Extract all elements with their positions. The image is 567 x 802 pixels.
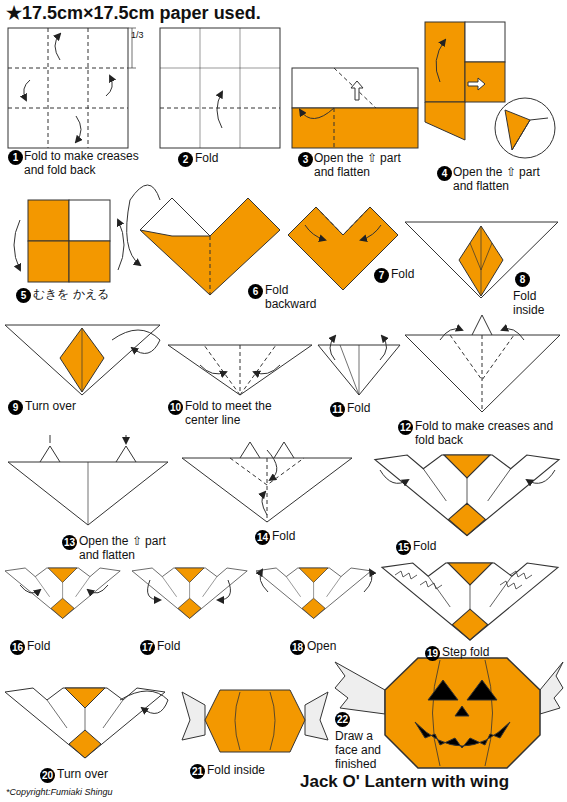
step-caption: Fold: [391, 267, 431, 281]
step-number: 12: [398, 420, 413, 435]
step-caption: Fold: [272, 529, 312, 543]
step-number: 18: [290, 640, 305, 655]
page-title: ★17.5cm×17.5cm paper used.: [6, 3, 261, 24]
step-caption: Open the ⇧ part and flatten: [314, 151, 424, 179]
step-number: 19: [425, 646, 440, 661]
step-number: 22: [335, 712, 350, 727]
step-number: 16: [10, 640, 25, 655]
step-caption: Draw a face and finished: [335, 729, 383, 771]
step-caption: Fold inside: [207, 763, 297, 777]
step-number: 11: [330, 402, 345, 417]
step-number: 4: [437, 166, 452, 181]
step-caption: Fold: [157, 639, 197, 653]
step-number: 15: [396, 540, 411, 555]
step-caption: Fold inside: [513, 289, 563, 317]
step-caption: Fold to meet the center line: [185, 399, 297, 427]
step-caption: Turn over: [25, 399, 105, 413]
step-number: 9: [8, 400, 23, 415]
step-number: 3: [298, 152, 313, 167]
step-caption: Fold to make creases and fold back: [415, 419, 560, 447]
step-number: 20: [40, 768, 55, 783]
step-number: 17: [140, 640, 155, 655]
step-caption: Open: [307, 639, 347, 653]
step-number: 6: [248, 284, 263, 299]
step-caption: Fold: [347, 401, 387, 415]
step-number: 10: [168, 400, 183, 415]
copyright-note: *Copyright:Fumiaki Shingu: [6, 787, 306, 798]
step-number: 7: [374, 268, 389, 283]
step-caption: Open the ⇧ part and flatten: [79, 534, 184, 562]
step-number: 2: [178, 152, 193, 167]
step-caption: Open the ⇧ part and flatten: [453, 165, 561, 193]
step-caption: Fold: [27, 639, 67, 653]
step-caption: Fold to make creases and fold back: [24, 149, 154, 177]
step-number: 1: [8, 150, 23, 165]
fraction-mark: 1/3: [131, 30, 155, 40]
step-caption: Fold: [413, 539, 453, 553]
step-caption: Fold backward: [265, 283, 327, 311]
model-name: Jack O' Lantern with wing: [300, 772, 509, 792]
step-number: 14: [255, 530, 270, 545]
step-number: 21: [190, 764, 205, 779]
step-caption: むきを かえる: [33, 287, 143, 301]
step-caption: Fold: [195, 151, 255, 165]
step-number: 5: [16, 288, 31, 303]
step-number: 8: [515, 272, 530, 287]
step-caption: Turn over: [57, 767, 137, 781]
step-caption: Step fold: [442, 645, 512, 659]
step-number: 13: [62, 535, 77, 550]
